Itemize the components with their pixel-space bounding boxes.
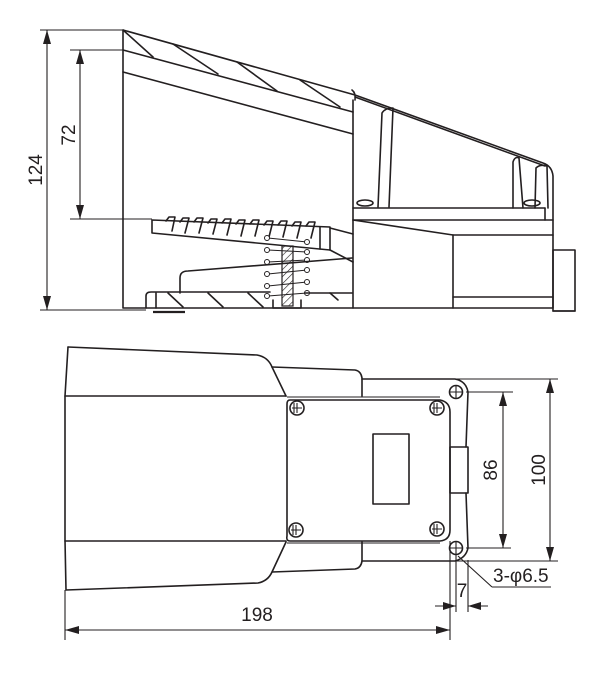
nut-icon <box>356 199 374 207</box>
side-view: 124 72 <box>26 29 576 314</box>
screw-icon <box>429 521 445 537</box>
nut-icon <box>523 199 541 207</box>
screw-icon <box>429 400 445 416</box>
hole-callout: 3-φ6.5 <box>457 555 551 588</box>
cable-tab <box>449 446 469 494</box>
dimension-100: 100 <box>362 378 558 562</box>
dimension-label: 86 <box>481 459 502 480</box>
label-window <box>372 433 410 505</box>
mounting-hole-icon <box>448 384 464 400</box>
screw-icon <box>288 522 304 538</box>
dimension-label: 100 <box>529 454 550 486</box>
spring <box>264 235 310 309</box>
dimension-72: 72 <box>59 49 152 220</box>
dimension-198: 198 <box>64 541 451 640</box>
base-hatch <box>155 292 339 309</box>
dimension-label: 72 <box>59 124 80 145</box>
dimension-label: 124 <box>26 154 47 186</box>
dimension-label: 7 <box>457 581 468 602</box>
dimension-124: 124 <box>26 29 146 311</box>
hole-callout-label: 3-φ6.5 <box>493 566 549 587</box>
pedal-plate <box>151 216 354 263</box>
plan-view: 100 86 198 7 <box>64 346 558 640</box>
dimension-7: 7 <box>435 555 488 612</box>
dimension-86: 86 <box>466 391 513 549</box>
cover-stripes <box>122 29 341 108</box>
mounting-hole-icon <box>448 540 464 556</box>
screw-icon <box>289 400 305 416</box>
dimension-label: 198 <box>241 605 273 626</box>
